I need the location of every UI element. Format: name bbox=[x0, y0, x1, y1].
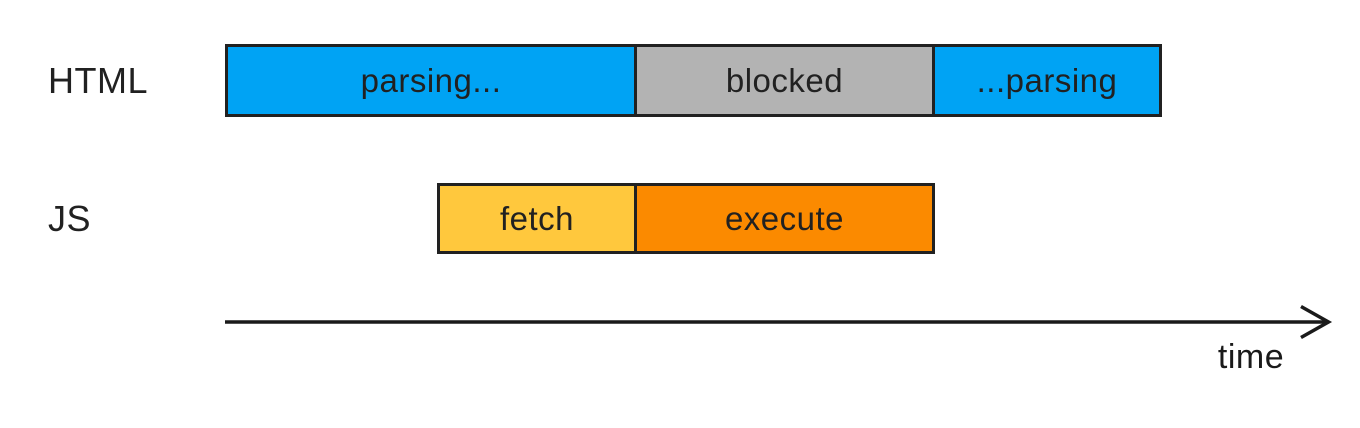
arrowhead-icon bbox=[1300, 304, 1333, 340]
segment-blocked: blocked bbox=[634, 44, 935, 117]
segment-parsing-resume: ...parsing bbox=[932, 44, 1162, 117]
segment-fetch: fetch bbox=[437, 183, 637, 254]
segment-execute: execute bbox=[634, 183, 935, 254]
html-bar: parsing...blocked...parsing bbox=[225, 44, 1162, 117]
segment-parsing-start: parsing... bbox=[225, 44, 637, 117]
time-axis-label: time bbox=[1217, 338, 1285, 376]
timeline-row-html: HTML parsing...blocked...parsing bbox=[0, 44, 1360, 117]
row-label-html: HTML bbox=[48, 59, 148, 101]
row-label-js: JS bbox=[48, 197, 92, 239]
